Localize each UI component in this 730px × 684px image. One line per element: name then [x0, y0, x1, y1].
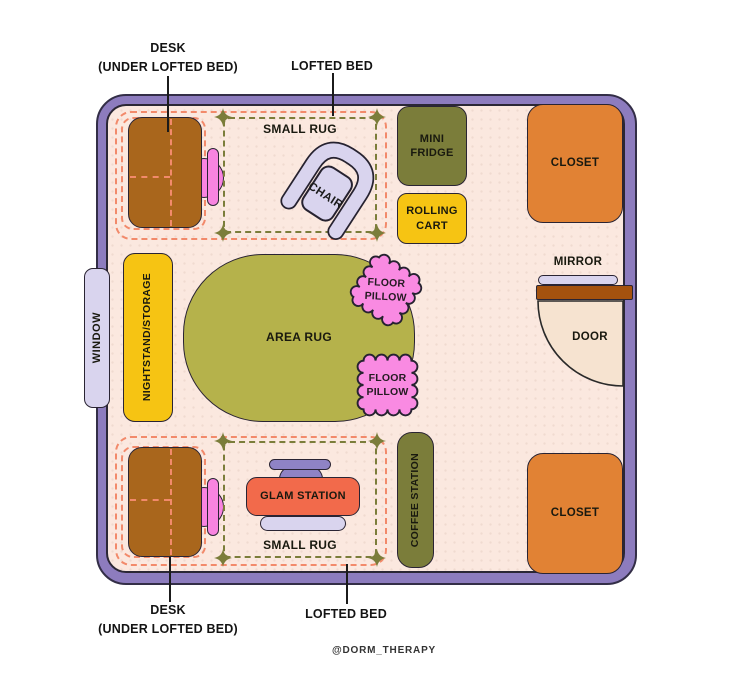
sparkle-icon — [214, 108, 232, 126]
area-rug-label: AREA RUG — [266, 330, 332, 345]
leader-line-lofted-top — [332, 73, 334, 116]
window-label: WINDOW — [90, 312, 103, 364]
floor-pillow-2: FLOOR PILLOW — [356, 353, 419, 417]
floor-pillow-1: FLOOR PILLOW — [343, 247, 429, 333]
annotation-desk-bottom: DESK (UNDER LOFTED BED) — [63, 601, 273, 640]
mini-fridge-label-1: MINI — [419, 132, 445, 145]
sparkle-icon — [368, 224, 386, 242]
desk-bottom — [128, 447, 202, 557]
nightstand-label: NIGHTSTAND/STORAGE — [141, 273, 154, 402]
credit-handle: @DORM_THERAPY — [331, 645, 437, 656]
rolling-cart-label-1: ROLLING — [406, 205, 458, 218]
door-label: DOOR — [572, 331, 608, 343]
bed-post-dash-top-v — [170, 119, 172, 226]
small-rug-bottom — [223, 441, 377, 558]
closet-bottom-label: CLOSET — [550, 507, 600, 520]
lofted-bed-outline-top — [115, 111, 387, 240]
lounge-chair: CHAIR — [263, 117, 401, 255]
floor-pillow-2-label-1: FLOOR — [368, 371, 407, 384]
door-panel — [536, 285, 633, 300]
closet-top: CLOSET — [527, 104, 623, 223]
glam-bench — [260, 516, 346, 531]
floor-pillow-2-label-2: PILLOW — [366, 386, 409, 398]
mini-fridge-label-2: FRIDGE — [410, 147, 454, 159]
sparkle-icon — [214, 549, 232, 567]
small-rug-top — [223, 117, 377, 233]
leader-line-lofted-bottom — [346, 564, 348, 604]
mini-fridge: MINI FRIDGE — [397, 106, 467, 186]
annotation-desk-top: DESK (UNDER LOFTED BED) — [63, 39, 273, 78]
sparkle-icon — [368, 432, 386, 450]
mirror-label: MIRROR — [553, 256, 603, 268]
window: WINDOW — [84, 268, 110, 408]
annotation-lofted-top: LOFTED BED — [291, 59, 373, 73]
bed-post-dash-bottom-v — [170, 449, 172, 555]
glam-mirror-bar — [269, 459, 331, 470]
sparkle-icon — [214, 224, 232, 242]
annotation-lofted-bottom: LOFTED BED — [305, 607, 387, 621]
glam-station: GLAM STATION — [246, 477, 360, 516]
bed-post-dash-top-h — [130, 176, 170, 178]
sparkle-icon — [368, 549, 386, 567]
small-rug-top-label: SMALL RUG — [263, 122, 337, 136]
annotation-desk-top-line1: DESK — [150, 41, 186, 55]
small-rug-bottom-label: SMALL RUG — [263, 538, 337, 552]
leader-line-desk-top — [167, 76, 169, 132]
rolling-cart: ROLLING CART — [397, 193, 467, 244]
annotation-desk-bottom-line1: DESK — [150, 603, 186, 617]
leader-line-desk-bottom — [169, 557, 171, 602]
annotation-desk-top-line2: (UNDER LOFTED BED) — [98, 60, 238, 75]
rolling-cart-label-2: CART — [416, 219, 448, 232]
closet-bottom: CLOSET — [527, 453, 623, 574]
desk-chair-back-bottom — [207, 478, 219, 536]
nightstand-storage: NIGHTSTAND/STORAGE — [123, 253, 173, 422]
coffee-station: COFFEE STATION — [397, 432, 434, 568]
annotation-desk-bottom-line2: (UNDER LOFTED BED) — [98, 622, 238, 637]
coffee-station-label: COFFEE STATION — [408, 452, 421, 548]
sparkle-icon — [368, 108, 386, 126]
desk-chair-back-top — [207, 148, 219, 206]
closet-top-label: CLOSET — [550, 157, 600, 170]
mirror — [538, 275, 618, 285]
sparkle-icon — [214, 432, 232, 450]
glam-station-label: GLAM STATION — [260, 490, 346, 503]
lofted-bed-outline-bottom — [115, 436, 387, 566]
floor-pillow-1-label-2: PILLOW — [364, 289, 407, 305]
bed-post-dash-bottom-h — [130, 499, 170, 501]
desk-top — [128, 117, 202, 228]
door-swing-arc — [537, 300, 624, 387]
